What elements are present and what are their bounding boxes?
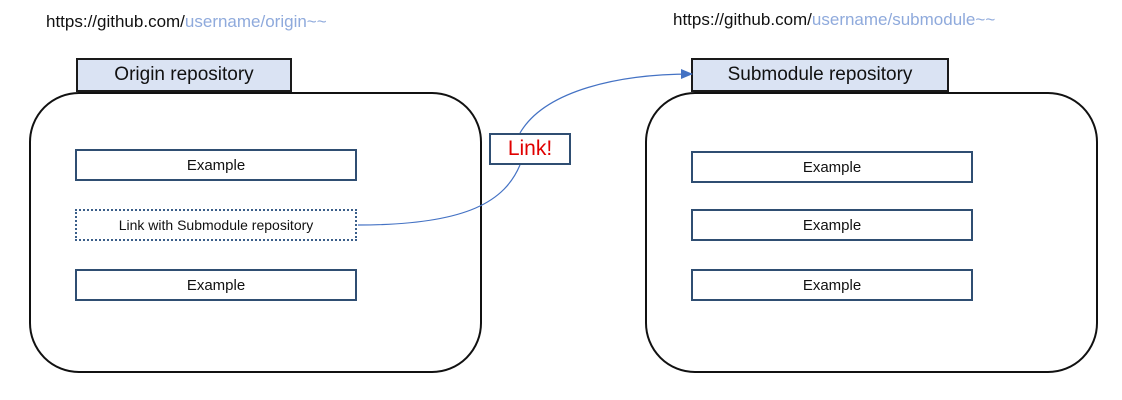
link-label: Link! — [489, 133, 571, 165]
submodule-url-path: username/submodule~~ — [811, 10, 996, 29]
origin-repository-title: Origin repository — [76, 58, 292, 92]
connector-upper-curve — [519, 69, 693, 134]
submodule-url: https://github.com/username/submodule~~ — [673, 10, 995, 30]
origin-item-example-1: Example — [75, 149, 357, 181]
connector-lower-curve — [357, 164, 521, 226]
submodule-item-example-2: Example — [691, 209, 973, 241]
submodule-repository-title: Submodule repository — [691, 58, 949, 92]
origin-url-path: username/origin~~ — [184, 12, 327, 31]
submodule-url-prefix: https://github.com/ — [673, 10, 812, 29]
origin-url: https://github.com/username/origin~~ — [46, 12, 327, 32]
submodule-item-example-3: Example — [691, 269, 973, 301]
submodule-item-example-1: Example — [691, 151, 973, 183]
origin-url-prefix: https://github.com/ — [46, 12, 185, 31]
origin-item-link-submodule: Link with Submodule repository — [75, 209, 357, 241]
origin-item-example-2: Example — [75, 269, 357, 301]
